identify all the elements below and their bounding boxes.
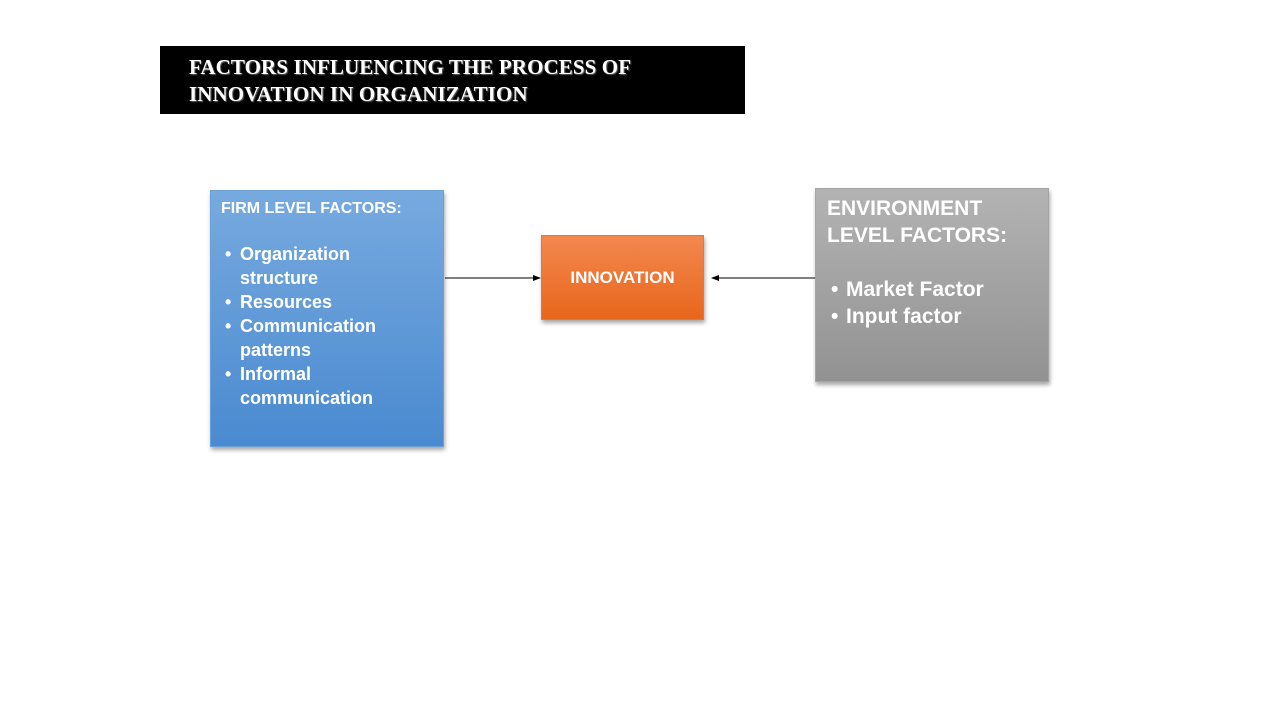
innovation-box: INNOVATION xyxy=(541,235,704,320)
environment-factors-list: Market Factor Input factor xyxy=(827,276,1037,330)
title-banner: FACTORS INFLUENCING THE PROCESS OF INNOV… xyxy=(160,46,745,114)
slide-title: FACTORS INFLUENCING THE PROCESS OF INNOV… xyxy=(189,55,631,106)
firm-factors-list: Organization structure Resources Communi… xyxy=(221,242,433,410)
environment-level-factors-box: ENVIRONMENT LEVEL FACTORS: Market Factor… xyxy=(815,188,1049,382)
firm-factor-item: Communication patterns xyxy=(221,314,433,362)
innovation-label: INNOVATION xyxy=(570,267,675,287)
firm-factor-item: Informal communication xyxy=(221,362,433,410)
firm-factors-heading: FIRM LEVEL FACTORS: xyxy=(221,200,402,217)
firm-factor-item: Resources xyxy=(221,290,433,314)
environment-factor-item: Input factor xyxy=(827,303,1037,330)
environment-factors-heading: ENVIRONMENT LEVEL FACTORS: xyxy=(827,197,1008,247)
firm-level-factors-box: FIRM LEVEL FACTORS: Organization structu… xyxy=(210,190,444,447)
environment-factor-item: Market Factor xyxy=(827,276,1037,303)
firm-factor-item: Organization structure xyxy=(221,242,433,290)
